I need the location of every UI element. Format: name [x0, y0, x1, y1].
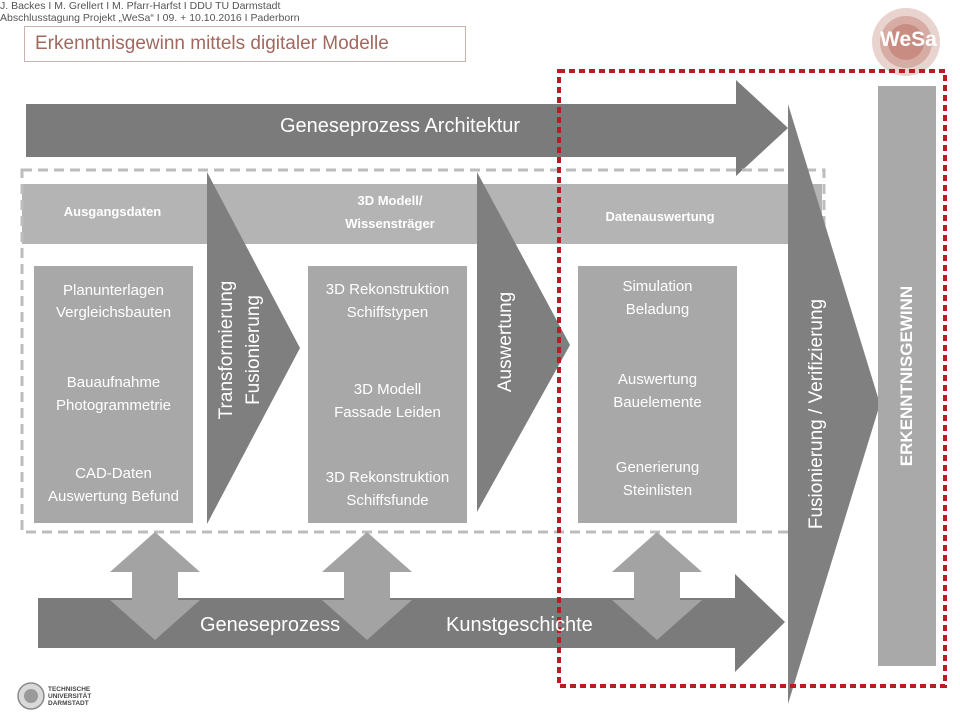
box-line: Auswertung — [617, 371, 698, 388]
box-line: Photogrammetrie — [55, 397, 172, 414]
highlight-frame — [557, 69, 947, 688]
phase-label-analysis: Datenauswertung — [605, 209, 715, 224]
slide-title: Erkenntnisgewinn mittels digitaler Model… — [24, 26, 466, 62]
tu-darmstadt-seal — [17, 682, 45, 710]
architecture-process-label: Geneseprozess Architektur — [279, 115, 521, 137]
box-line: Beladung — [625, 301, 690, 318]
footer-event: Abschlusstagung Projekt „WeSa“ I 09. + 1… — [0, 12, 300, 24]
box-line: Steinlisten — [622, 482, 693, 499]
box-line: Fassade Leiden — [334, 404, 441, 421]
box-line: Bauaufnahme — [66, 374, 161, 391]
box-line: CAD-Daten — [75, 465, 152, 482]
box-line: Schiffstypen — [346, 304, 429, 321]
art-history-label-1: Geneseprozess — [200, 614, 341, 636]
input-data-box: Planunterlagen Vergleichsbauten Bauaufna… — [34, 266, 193, 523]
double-arrow-right — [612, 532, 702, 640]
analysis-box: Simulation Beladung Auswertung Bauelemen… — [578, 266, 737, 523]
result-bar — [878, 86, 936, 666]
phase-band — [22, 184, 822, 244]
phase-label-model-1: 3D Modell/ — [357, 193, 423, 208]
fusion-verification-label: Fusionierung / Verifizierung — [806, 298, 827, 530]
evaluation-arrow — [477, 172, 570, 512]
phase-label-model-2: Wissensträger — [345, 216, 435, 231]
box-line: Bauelemente — [613, 394, 702, 411]
evaluation-label: Auswertung — [495, 291, 516, 393]
fusion-verification-arrow — [788, 104, 880, 704]
model-box: 3D Rekonstruktion Schiffstypen 3D Modell… — [308, 266, 467, 523]
box-line: 3D Modell — [353, 381, 422, 398]
box-line: 3D Rekonstruktion — [325, 281, 450, 298]
architecture-process-arrow — [26, 80, 788, 176]
footer-authors: J. Backes I M. Grellert I M. Pfarr-Harfs… — [0, 0, 281, 12]
box-line: Auswertung Befund — [48, 488, 179, 505]
phase-label-input: Ausgangsdaten — [63, 204, 162, 219]
box-line: Schiffsfunde — [346, 492, 429, 509]
logo-text: WeSa — [880, 28, 937, 51]
box-line: Planunterlagen — [63, 282, 164, 299]
double-arrow-mid — [322, 532, 412, 640]
double-arrow-left — [110, 532, 200, 640]
university-name: TECHNISCHE UNIVERSITÄT DARMSTADT — [48, 686, 92, 707]
transform-label: Transformierung — [216, 280, 237, 420]
box-line: Vergleichsbauten — [55, 304, 172, 321]
wesa-logo — [872, 8, 940, 76]
transform-fusion-arrow — [207, 172, 300, 524]
fusion-label: Fusionierung — [243, 295, 264, 405]
box-line: Simulation — [622, 278, 693, 295]
box-line: Generierung — [615, 459, 700, 476]
art-history-process-arrow — [38, 574, 785, 672]
art-history-label-2: Kunstgeschichte — [446, 614, 593, 636]
result-label: ERKENNTNISGEWINN — [897, 285, 916, 467]
box-line: 3D Rekonstruktion — [325, 469, 450, 486]
